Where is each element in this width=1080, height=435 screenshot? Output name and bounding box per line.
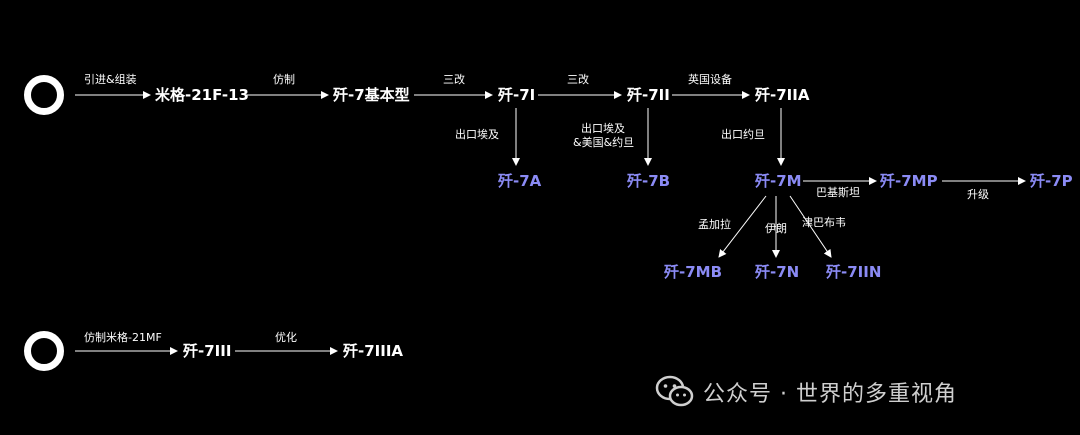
start-circle-bottom	[24, 331, 64, 371]
node-j7p: 歼-7P	[1030, 172, 1073, 190]
node-j7iin: 歼-7IIN	[826, 263, 882, 281]
arrow-j7m-to-j7iin	[789, 195, 832, 258]
edge-label-copy: 仿制	[273, 73, 295, 86]
edge-label-pakistan: 巴基斯坦	[816, 186, 860, 199]
edge-label-import-assemble: 引进&组装	[84, 73, 137, 86]
node-j7iia: 歼-7IIA	[755, 86, 810, 104]
node-j7b: 歼-7B	[627, 172, 671, 190]
node-j7ii: 歼-7II	[627, 86, 670, 104]
edge-label-optimize: 优化	[275, 331, 297, 344]
node-j7a: 歼-7A	[498, 172, 542, 190]
edge-label-export-jordan: 出口约旦	[721, 128, 765, 141]
edge-label-uk-equipment: 英国设备	[688, 73, 732, 86]
node-j7iii: 歼-7III	[183, 342, 232, 360]
node-j7m: 歼-7M	[755, 172, 802, 190]
node-j7i: 歼-7I	[498, 86, 536, 104]
watermark: 公众号 · 世界的多重视角	[655, 372, 957, 412]
edge-label-mod3-a: 三改	[443, 73, 465, 86]
edge-label-export-egypt: 出口埃及	[455, 128, 499, 141]
edge-label-export-egypt-us-jordan-line1: 出口埃及	[581, 122, 625, 135]
edge-label-iran: 伊朗	[765, 222, 787, 235]
wechat-icon	[655, 375, 694, 407]
edge-label-mod3-b: 三改	[567, 73, 589, 86]
node-j7iiia: 歼-7IIIA	[343, 342, 404, 360]
edge-label-export-egypt-us-jordan-line2: &美国&约旦	[573, 136, 635, 149]
edge-label-upgrade: 升级	[967, 188, 989, 201]
watermark-text: 公众号 · 世界的多重视角	[703, 382, 957, 407]
edge-label-zimbabwe: 津巴布韦	[802, 216, 846, 229]
edge-label-bangladesh: 孟加拉	[698, 218, 731, 231]
arrow-j7m-to-j7mb	[718, 195, 767, 258]
node-j7mb: 歼-7MB	[664, 263, 723, 281]
start-circle-top	[24, 75, 64, 115]
node-mig-21f-13: 米格-21F-13	[155, 86, 249, 104]
edge-label-copy-mig21mf: 仿制米格-21MF	[84, 331, 162, 344]
node-j7-basic: 歼-7基本型	[333, 86, 410, 104]
node-j7mp: 歼-7MP	[880, 172, 938, 190]
node-j7n: 歼-7N	[755, 263, 800, 281]
